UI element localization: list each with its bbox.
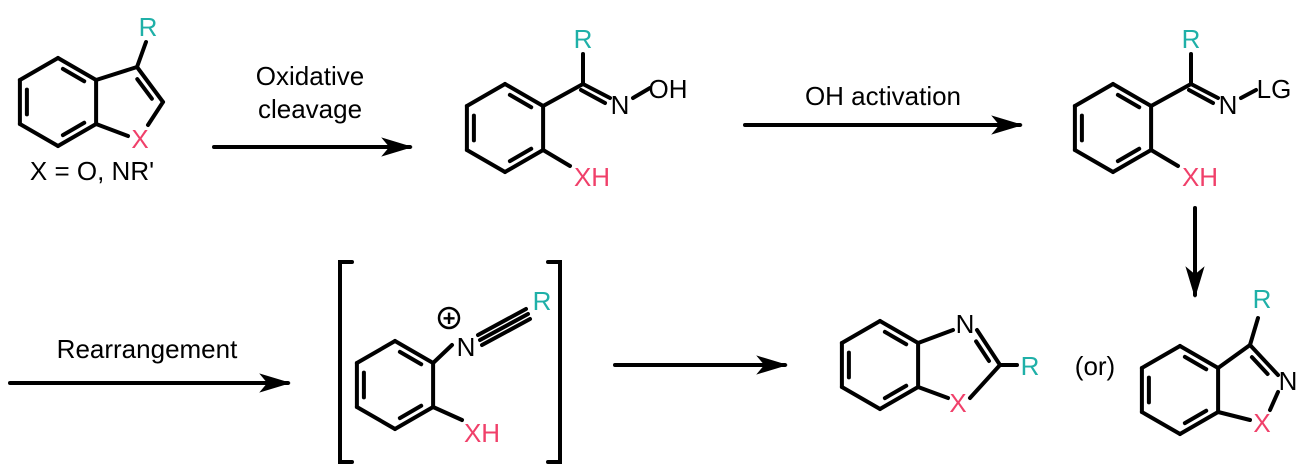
benzene-bond	[464, 148, 507, 174]
bond	[1239, 88, 1258, 100]
step-label-cleavage: cleavage	[258, 94, 362, 124]
double-bond	[397, 349, 424, 367]
double-bond	[507, 146, 534, 164]
benzene-bond	[1178, 344, 1221, 370]
benzene-bond	[17, 122, 60, 148]
double-bond	[507, 92, 534, 110]
bracket-right	[546, 260, 562, 464]
bond	[631, 86, 652, 100]
or-label: (or)	[1075, 351, 1115, 381]
oxime-n: N	[611, 90, 630, 120]
benzene-bond	[354, 405, 397, 431]
ring-n: N	[1279, 366, 1298, 396]
double-bond	[1115, 146, 1142, 164]
bond	[478, 312, 530, 342]
step-label-oh-activation: OH activation	[805, 81, 961, 111]
benzene-bond	[393, 339, 436, 365]
heteroatom-x: X	[949, 388, 966, 418]
substituent-r: R	[139, 12, 158, 42]
leaving-group: LG	[1257, 74, 1292, 104]
bond	[94, 65, 139, 82]
bond	[579, 88, 607, 105]
benzene-bond	[354, 339, 397, 365]
benzene-bond	[1111, 148, 1154, 174]
bond	[94, 122, 130, 138]
benzene-bond	[1072, 82, 1115, 108]
benzene-bond	[878, 319, 921, 345]
bond	[1149, 82, 1193, 108]
bond	[1268, 390, 1280, 412]
bond	[581, 82, 612, 100]
bond	[916, 385, 950, 400]
plus-sign: +	[443, 306, 456, 331]
bond	[916, 328, 955, 345]
double-bond	[135, 77, 154, 101]
bond	[968, 363, 1002, 400]
benzene-bond	[839, 385, 882, 411]
bond	[541, 82, 585, 108]
oxime-n: N	[1219, 90, 1238, 120]
double-bond	[1182, 354, 1209, 372]
bond	[1149, 148, 1180, 168]
double-bond	[60, 120, 87, 138]
heteroatom-x: X	[1253, 408, 1270, 438]
nitrilium-n: N	[457, 332, 476, 362]
bond	[135, 40, 148, 69]
benzene-bond	[1178, 410, 1221, 436]
benzene-bond	[17, 56, 60, 82]
bond	[975, 328, 1002, 367]
substituent-r: R	[533, 286, 552, 316]
bond	[480, 317, 532, 347]
bond	[1187, 88, 1215, 105]
bond	[146, 100, 165, 127]
double-bond	[974, 339, 991, 363]
double-bond	[1249, 355, 1270, 376]
substituent-r: R	[1182, 24, 1201, 54]
benzene-bond	[1139, 410, 1182, 436]
substituent-r: R	[574, 24, 593, 54]
heteroatom-xh: XH	[464, 418, 500, 448]
heteroatom-xh: XH	[574, 162, 610, 192]
benzene-bond	[393, 405, 436, 431]
x-definition: X = O, NR'	[30, 156, 154, 186]
bond	[1216, 410, 1252, 422]
benzene-bond	[878, 385, 921, 411]
bond	[476, 307, 528, 337]
benzene-bond	[1111, 82, 1154, 108]
double-bond	[882, 383, 909, 401]
bonds	[17, 40, 1280, 436]
double-bond	[882, 329, 909, 347]
bond	[1189, 82, 1220, 100]
bond	[1248, 316, 1260, 347]
benzene-bond	[1139, 344, 1182, 370]
heteroatom-x: X	[131, 124, 148, 154]
bond	[431, 343, 454, 365]
bond	[541, 148, 572, 168]
step-label-rearrangement: Rearrangement	[57, 334, 238, 364]
benzene-bond	[503, 148, 546, 174]
bond	[1216, 343, 1252, 370]
benzene-bond	[839, 319, 882, 345]
substituent-r: R	[1021, 351, 1040, 381]
benzene-bond	[503, 82, 546, 108]
step-label-oxidative: Oxidative	[256, 61, 364, 91]
double-bond	[1182, 408, 1209, 426]
substituent-r: R	[1253, 284, 1272, 314]
benzene-bond	[464, 82, 507, 108]
bond	[1248, 343, 1280, 377]
benzene-bond	[56, 122, 99, 148]
double-bond	[1115, 92, 1142, 110]
benzene-bond	[56, 56, 99, 82]
positive-charge-icon	[437, 306, 461, 330]
double-bond	[60, 66, 87, 84]
double-bond	[397, 403, 424, 421]
ring-n: N	[956, 309, 975, 339]
bond	[431, 405, 464, 422]
heteroatom-xh: XH	[1182, 162, 1218, 192]
bond	[135, 65, 165, 104]
oxime-oh: OH	[649, 74, 688, 104]
benzene-bond	[1072, 148, 1115, 174]
bracket-left	[338, 260, 354, 464]
